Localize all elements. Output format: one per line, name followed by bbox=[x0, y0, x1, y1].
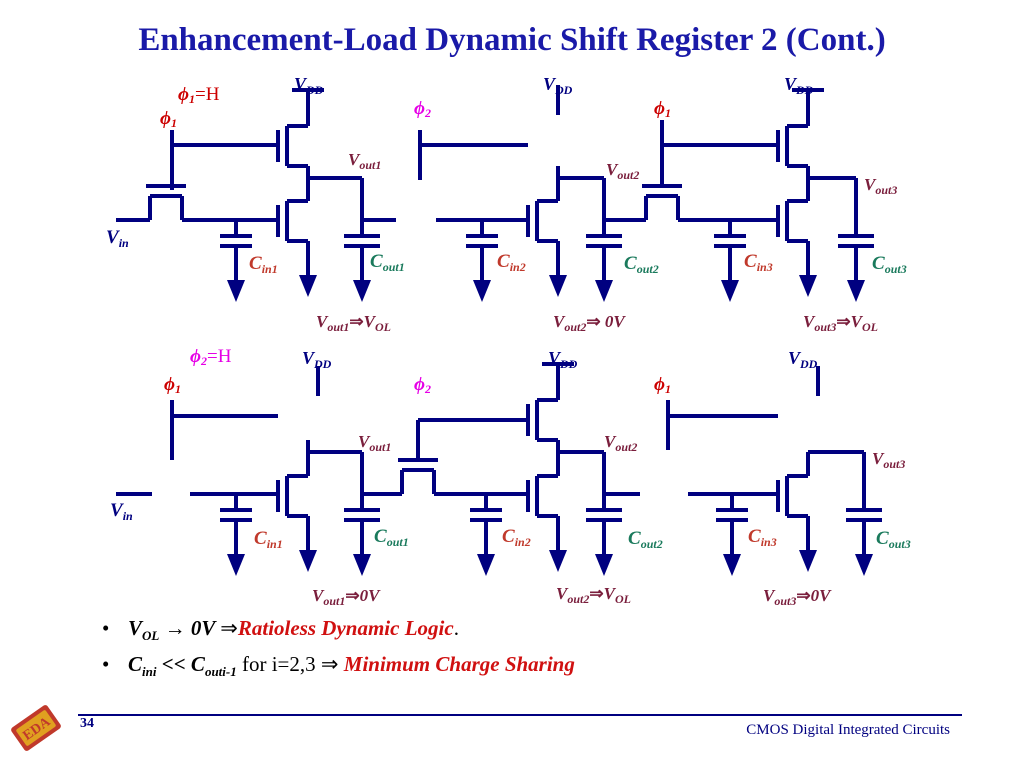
vout3-result: Vout3⇒VOL bbox=[803, 312, 878, 334]
top-circuit bbox=[116, 85, 874, 302]
vout2-label: Vout2 bbox=[606, 160, 639, 182]
slide-title: Enhancement-Load Dynamic Shift Register … bbox=[138, 22, 886, 58]
cout1-label: Cout1 bbox=[370, 251, 405, 274]
vdd-label: VDD bbox=[784, 74, 814, 97]
cin1-label: Cin1 bbox=[249, 253, 278, 276]
vdd-label: VDD bbox=[294, 74, 324, 97]
course-title: CMOS Digital Integrated Circuits bbox=[746, 722, 950, 738]
cin1-label: Cin1 bbox=[254, 528, 283, 551]
vout1-result: Vout1⇒VOL bbox=[316, 312, 391, 334]
vout2-label: Vout2 bbox=[604, 432, 637, 454]
cout3-label: Cout3 bbox=[872, 253, 907, 276]
vdd-label: VDD bbox=[548, 348, 578, 371]
phi1-state-label: ϕ1=H bbox=[178, 84, 220, 106]
vdd-label: VDD bbox=[788, 348, 818, 371]
vout1-label: Vout1 bbox=[358, 432, 391, 454]
vout2-result: Vout2⇒ 0V bbox=[553, 312, 626, 334]
vout3-label: Vout3 bbox=[872, 449, 905, 471]
cin2-label: Cin2 bbox=[502, 526, 531, 549]
vdd-label: VDD bbox=[302, 348, 332, 371]
cin3-label: Cin3 bbox=[748, 526, 777, 549]
phi1-label: ϕ1 bbox=[654, 374, 671, 396]
phi2-label: ϕ2 bbox=[414, 98, 431, 120]
phi2-state-label: ϕ2=H bbox=[190, 346, 232, 368]
cout3-label: Cout3 bbox=[876, 528, 911, 551]
phi1-label: ϕ1 bbox=[160, 108, 177, 130]
phi2-label: ϕ2 bbox=[414, 374, 431, 396]
vout1-label: Vout1 bbox=[348, 150, 381, 172]
footer-divider bbox=[78, 714, 962, 716]
vdd-label: VDD bbox=[543, 74, 573, 97]
cin3-label: Cin3 bbox=[744, 251, 773, 274]
cout2-label: Cout2 bbox=[624, 253, 659, 276]
phi1-label: ϕ1 bbox=[654, 98, 671, 120]
cout1-label: Cout1 bbox=[374, 526, 409, 549]
vout3-result: Vout3⇒0V bbox=[763, 586, 832, 608]
cin2-label: Cin2 bbox=[497, 251, 526, 274]
eda-logo: EDA bbox=[11, 705, 61, 751]
vout1-result: Vout1⇒0V bbox=[312, 586, 381, 608]
vout2-result: Vout2⇒VOL bbox=[556, 584, 631, 606]
phi1-label: ϕ1 bbox=[164, 374, 181, 396]
bottom-circuit bbox=[116, 362, 882, 576]
cout2-label: Cout2 bbox=[628, 528, 663, 551]
vin-label: Vin bbox=[110, 500, 133, 523]
page-number: 34 bbox=[80, 716, 94, 731]
vin-label: Vin bbox=[106, 227, 129, 250]
vout3-label: Vout3 bbox=[864, 175, 897, 197]
